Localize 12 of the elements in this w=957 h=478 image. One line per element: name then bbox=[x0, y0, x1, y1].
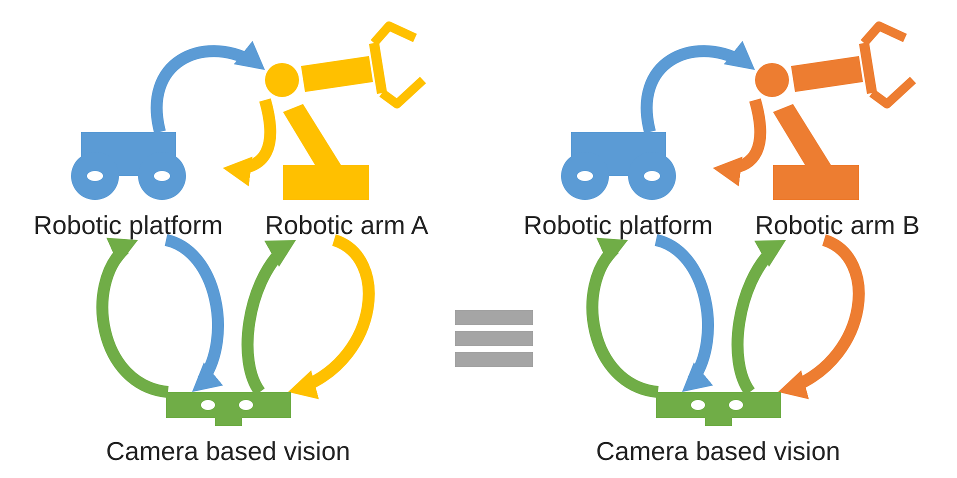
curved-arrow bbox=[222, 98, 276, 186]
node-label: Robotic arm B bbox=[755, 210, 920, 240]
curved-arrow bbox=[286, 234, 375, 398]
node-label: Robotic arm A bbox=[265, 210, 428, 240]
node-label: Robotic platform bbox=[524, 210, 713, 240]
curved-arrow bbox=[96, 234, 170, 398]
node-label: Camera based vision bbox=[596, 436, 840, 466]
node-label: Camera based vision bbox=[106, 436, 350, 466]
curved-arrow bbox=[586, 234, 660, 398]
curved-arrow bbox=[776, 234, 865, 398]
node-label: Robotic platform bbox=[34, 210, 223, 240]
curved-arrow bbox=[712, 98, 766, 186]
